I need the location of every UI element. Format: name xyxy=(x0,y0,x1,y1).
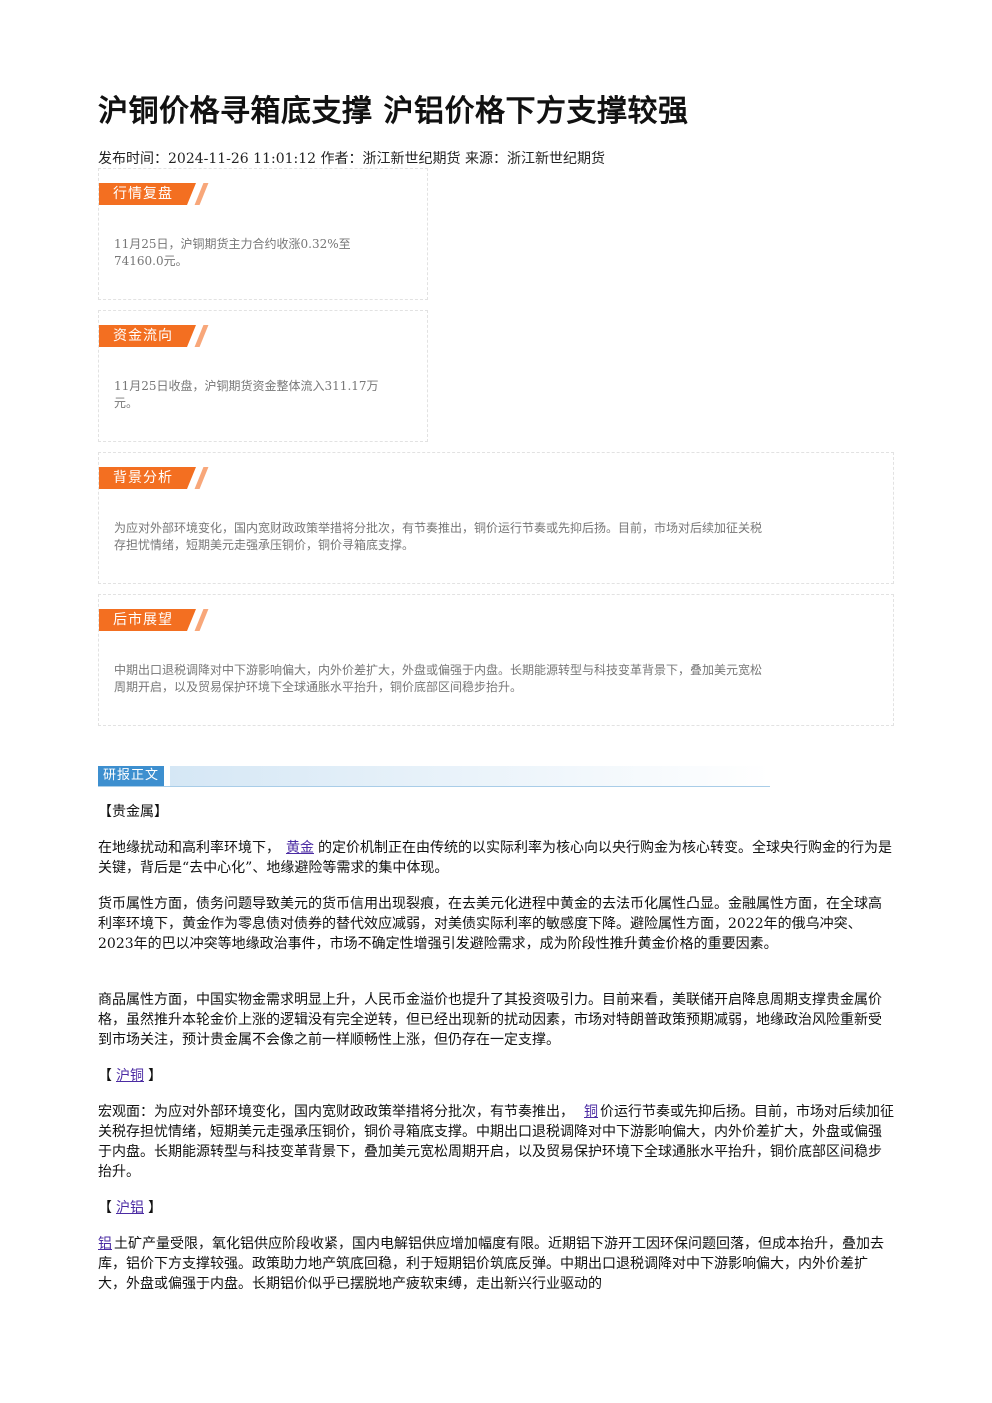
paragraph-commodity-attributes: 商品属性方面，中国实物金需求明显上升，人民币金溢价也提升了其投资吸引力。目前来看… xyxy=(98,992,882,1048)
fund-flow-line-1: 11月25日收盘，沪铜期货资金整体流入311.17万 xyxy=(114,379,379,393)
background-line-1: 为应对外部环境变化，国内宽财政政策举措将分批次，有节奏推出，铜价运行节奏或先抑后… xyxy=(114,521,763,535)
market-review-line-2: 74160.0元。 xyxy=(114,254,188,268)
fund-flow-tag: 资金流向 xyxy=(99,325,209,347)
paragraph-aluminum-rest: 土矿产量受限，氧化铝供应阶段收紧，国内电解铝供应增加幅度有限。近期铝下游开工因环… xyxy=(98,1236,884,1292)
fund-flow-line-2: 元。 xyxy=(114,396,139,410)
background-text: 为应对外部环境变化，国内宽财政政策举措将分批次，有节奏推出，铜价运行节奏或先抑后… xyxy=(114,520,762,554)
copper-link[interactable]: 铜 xyxy=(584,1104,598,1120)
paragraph-copper-macro: 宏观面：为应对外部环境变化，国内宽财政政策举措将分批次，有节奏推出， 铜价运行节奏… xyxy=(98,1102,894,1182)
paragraph-currency-attributes: 货币属性方面，债务问题导致美元的货币信用出现裂痕，在去美元化进程中黄金的去法币化… xyxy=(98,896,882,952)
article-meta: 发布时间：2024-11-26 11:01:12 作者：浙江新世纪期货 来源：浙… xyxy=(98,151,605,167)
report-section-header: 研报正文 xyxy=(98,766,770,787)
heading-shanghai-copper: 【沪铜】 xyxy=(98,1066,894,1086)
bracket-left: 【 xyxy=(98,1068,112,1084)
tag-stripe-decoration xyxy=(194,325,209,347)
paragraph-aluminum: 铝土矿产量受限，氧化铝供应阶段收紧，国内电解铝供应增加幅度有限。近期铝下游开工因… xyxy=(98,1234,894,1294)
outlook-line-1: 中期出口退税调降对中下游影响偏大，内外价差扩大，外盘或偏强于内盘。长期能源转型与… xyxy=(114,663,763,677)
shanghai-aluminum-link[interactable]: 沪铝 xyxy=(116,1200,144,1216)
background-tag: 背景分析 xyxy=(99,467,209,489)
tag-stripe-decoration xyxy=(194,183,209,205)
market-review-tag: 行情复盘 xyxy=(99,183,209,205)
gold-link[interactable]: 黄金 xyxy=(286,840,314,856)
paragraph-copper-macro-rest: 价运行节奏或先抑后扬。目前，市场对后续加征关税存担忧情绪，短期美元走强承压铜价，… xyxy=(98,1104,894,1180)
paragraph-copper-macro-lead: 宏观面：为应对外部环境变化，国内宽财政政策举措将分批次，有节奏推出， xyxy=(98,1104,574,1120)
outlook-box: 后市展望 中期出口退税调降对中下游影响偏大，内外价差扩大，外盘或偏强于内盘。长期… xyxy=(98,594,894,726)
heading-shanghai-aluminum: 【沪铝】 xyxy=(98,1198,894,1218)
background-line-2: 存担忧情绪，短期美元走强承压铜价，铜价寻箱底支撑。 xyxy=(114,538,415,552)
page-title: 沪铜价格寻箱底支撑 沪铝价格下方支撑较强 xyxy=(98,94,689,129)
fund-flow-box: 资金流向 11月25日收盘，沪铜期货资金整体流入311.17万 元。 xyxy=(98,310,428,442)
fund-flow-text: 11月25日收盘，沪铜期货资金整体流入311.17万 元。 xyxy=(114,378,379,412)
market-review-line-1: 11月25日，沪铜期货主力合约收涨0.32%至 xyxy=(114,237,351,251)
background-tag-label: 背景分析 xyxy=(113,470,173,486)
tag-stripe-decoration xyxy=(194,467,209,489)
heading-precious-metals: 【贵金属】 xyxy=(98,804,168,820)
market-review-box: 行情复盘 11月25日，沪铜期货主力合约收涨0.32%至 74160.0元。 xyxy=(98,168,428,300)
shanghai-copper-link[interactable]: 沪铜 xyxy=(116,1068,144,1084)
bracket-right: 】 xyxy=(148,1200,162,1216)
section-header-gradient xyxy=(170,766,770,786)
background-box: 背景分析 为应对外部环境变化，国内宽财政政策举措将分批次，有节奏推出，铜价运行节… xyxy=(98,452,894,584)
fund-flow-tag-label: 资金流向 xyxy=(113,328,173,344)
outlook-tag-label: 后市展望 xyxy=(113,612,173,628)
paragraph-gold-pricing-lead: 在地缘扰动和高利率环境下， xyxy=(98,840,280,856)
market-review-tag-label: 行情复盘 xyxy=(113,186,173,202)
aluminum-link[interactable]: 铝 xyxy=(98,1236,112,1252)
bracket-right: 】 xyxy=(148,1068,162,1084)
outlook-text: 中期出口退税调降对中下游影响偏大，内外价差扩大，外盘或偏强于内盘。长期能源转型与… xyxy=(114,662,762,696)
report-section-label: 研报正文 xyxy=(98,766,165,786)
outlook-tag: 后市展望 xyxy=(99,609,209,631)
outlook-line-2: 周期开启，以及贸易保护环境下全球通胀水平抬升，铜价底部区间稳步抬升。 xyxy=(114,680,523,694)
tag-stripe-decoration xyxy=(194,609,209,631)
paragraph-gold-pricing-rest: 的定价机制正在由传统的以实际利率为核心向以央行购金为核心转变。全球央行购金的行为… xyxy=(98,840,892,876)
market-review-text: 11月25日，沪铜期货主力合约收涨0.32%至 74160.0元。 xyxy=(114,236,351,270)
bracket-left: 【 xyxy=(98,1200,112,1216)
paragraph-gold-pricing: 在地缘扰动和高利率环境下， 黄金的定价机制正在由传统的以实际利率为核心向以央行购金… xyxy=(98,838,894,878)
